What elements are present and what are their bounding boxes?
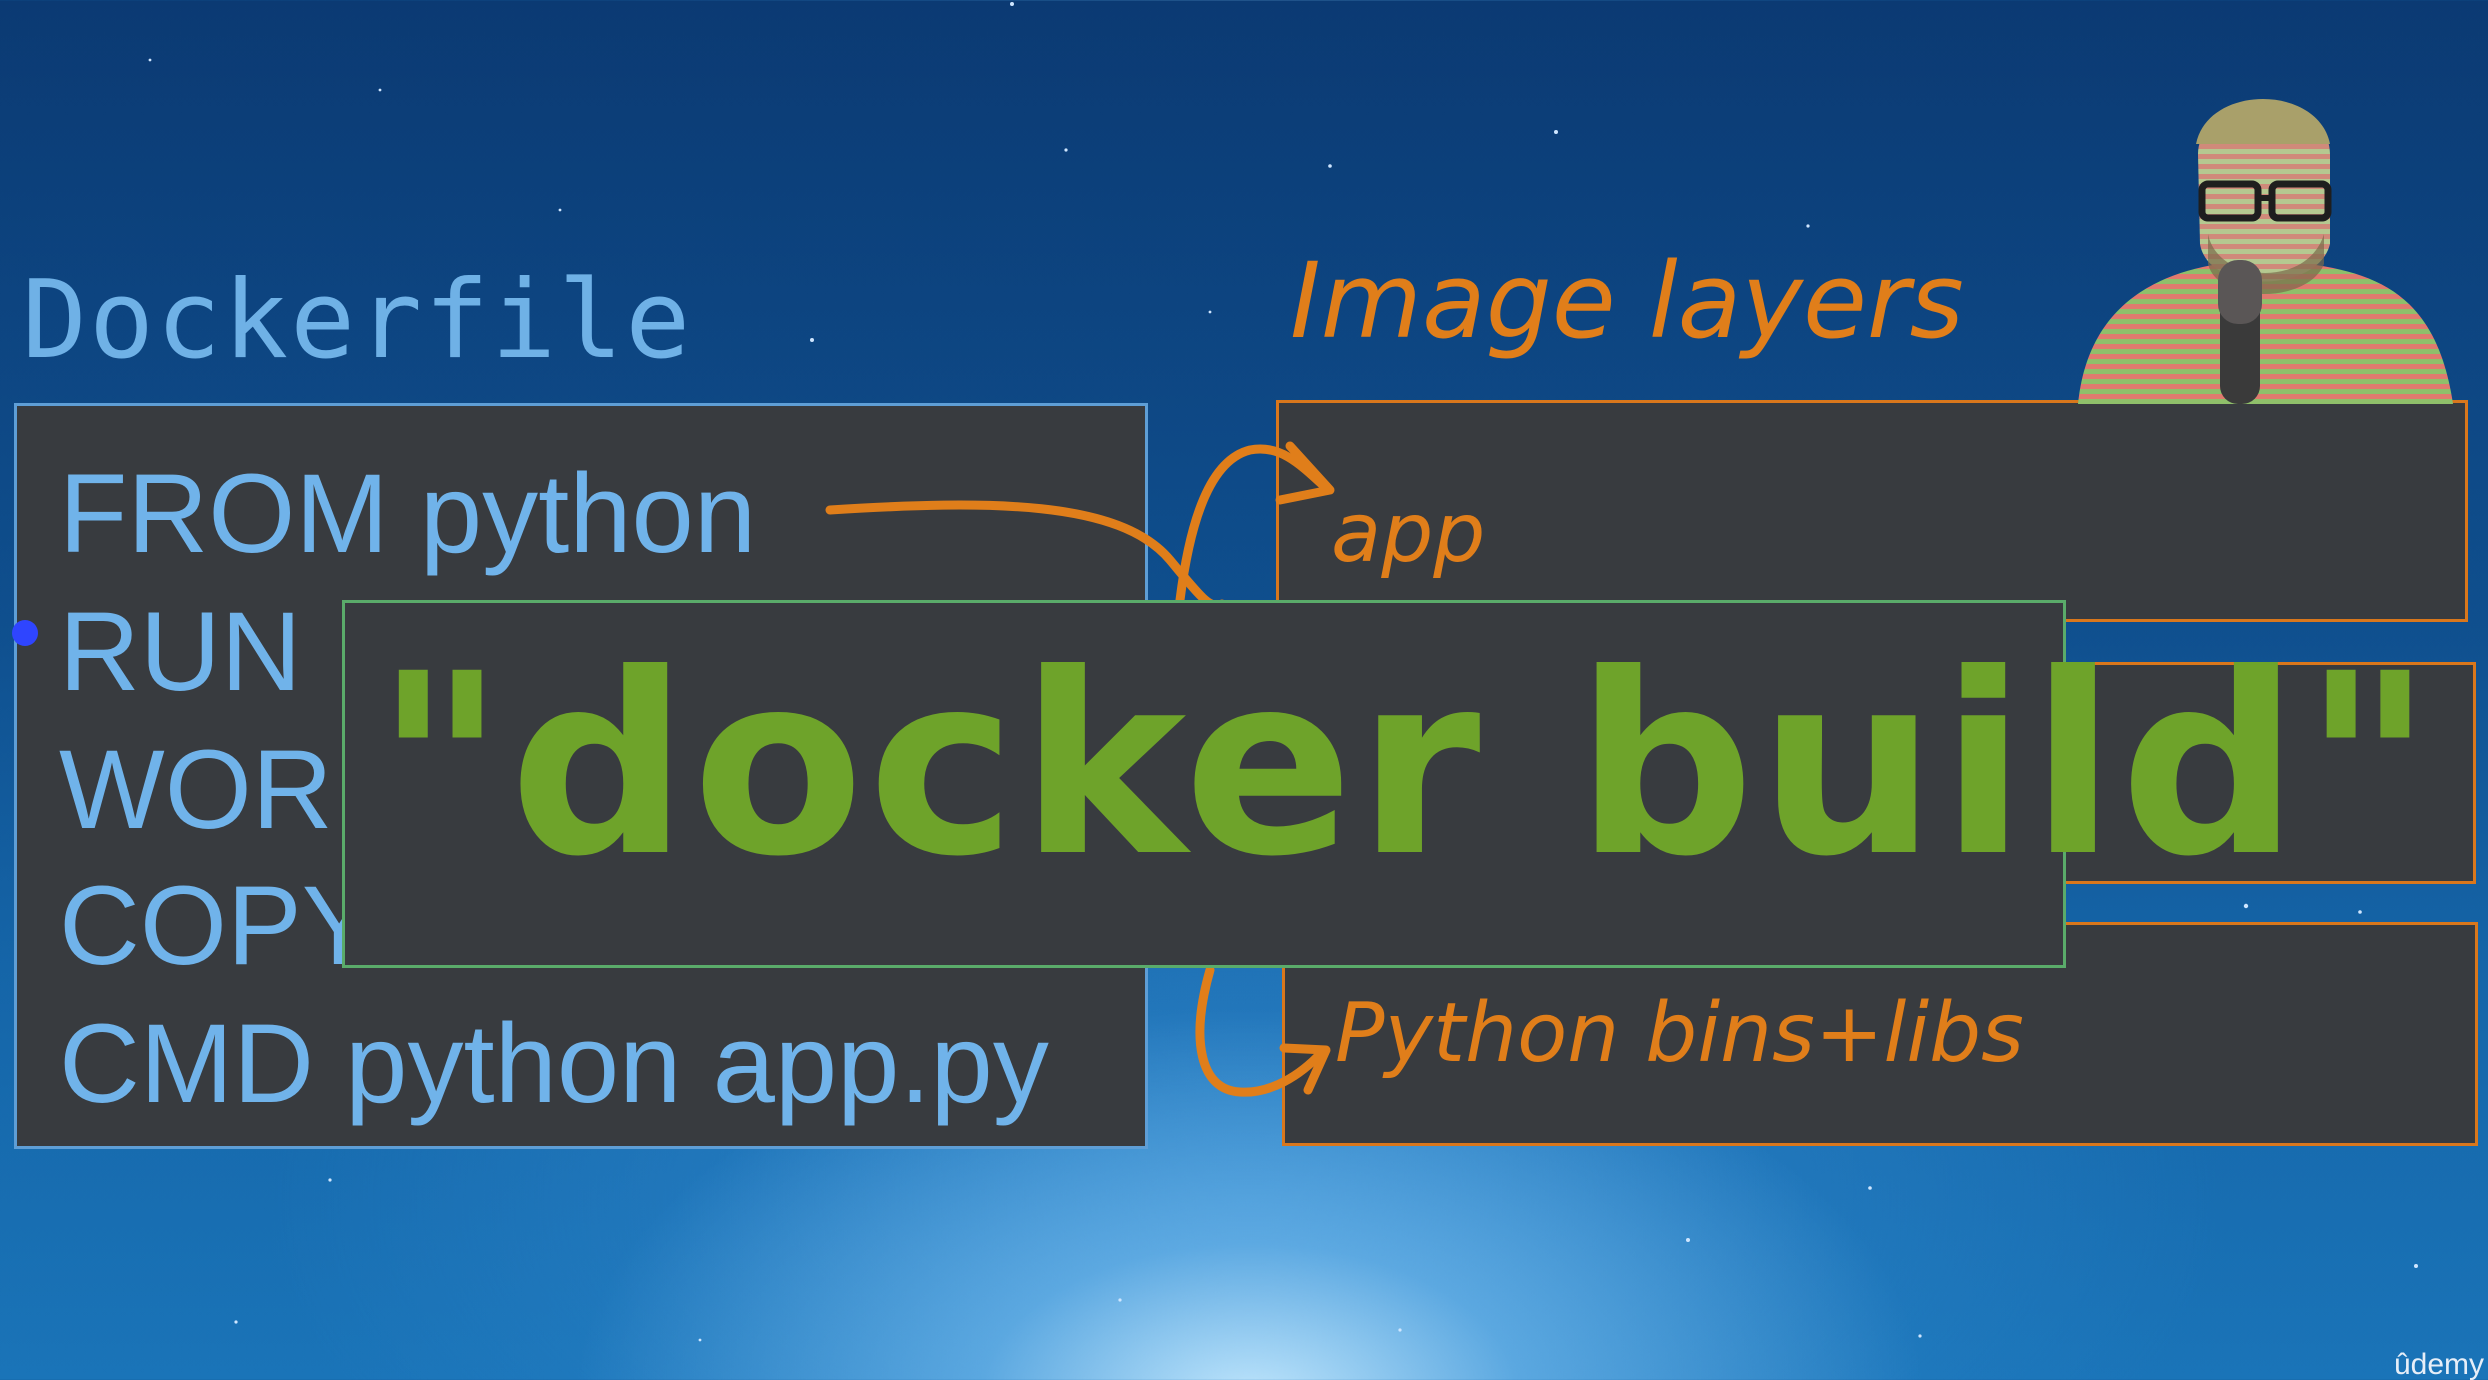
pointer-dot [12,620,38,646]
layer-label-python: Python bins+libs [1335,986,2024,1081]
image-layers-title: Image layers [1290,240,1964,362]
dockerfile-title: Dockerfile [22,258,693,383]
instruction-cmd: CMD python app.py [59,1001,1049,1126]
docker-build-text: "docker build" [375,620,2438,911]
instruction-from: FROM python [59,451,757,576]
instruction-copy: COPY [59,863,377,988]
layer-box-app: app [1276,400,2468,622]
instruction-workdir: WOR [59,727,333,852]
docker-build-overlay: "docker build" [342,600,2433,968]
udemy-watermark: ûdemy [2393,1348,2484,1380]
presenter-webcam-image [2078,99,2453,404]
instruction-run: RUN [59,589,302,714]
layer-label-app: app [1331,486,1486,581]
